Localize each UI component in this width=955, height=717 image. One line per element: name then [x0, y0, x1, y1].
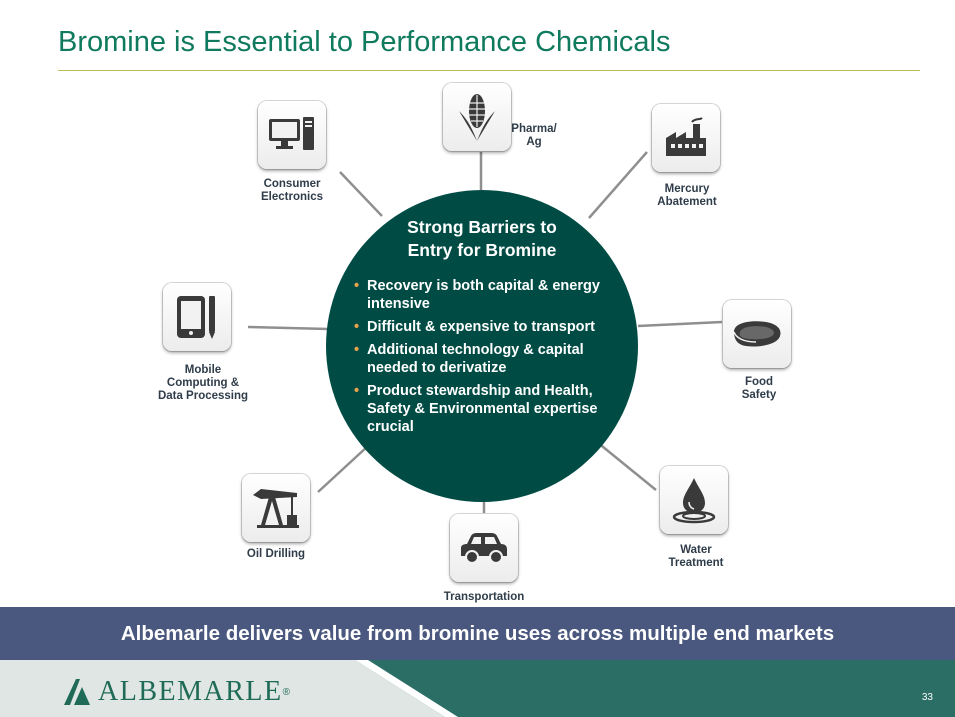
hub-title-line2: Entry for Bromine — [407, 240, 557, 260]
barrier-item: •Difficult & expensive to transport — [354, 319, 596, 335]
factory-icon — [666, 117, 706, 156]
mobile-computing-tile — [163, 283, 231, 351]
water-treatment-tile — [660, 466, 728, 534]
bullet-dot: • — [354, 278, 360, 294]
food-safety-label: Food Safety — [741, 376, 777, 401]
transportation-tile — [450, 514, 518, 582]
connector-food-safety — [637, 320, 723, 328]
barriers-list: •Recovery is both capital & energy inten… — [354, 277, 626, 441]
pharma-ag-label: Pharma/ Ag — [511, 123, 557, 148]
barrier-item: •Product stewardship and Health, Safety … — [354, 383, 598, 435]
page-number: 33 — [921, 692, 933, 703]
steak-icon — [733, 321, 781, 347]
bullet-dot: • — [354, 342, 360, 358]
computer-icon — [269, 117, 314, 150]
logo-wordmark: ALBEMARLE — [98, 676, 283, 707]
oil-pump-icon — [253, 489, 299, 528]
transportation-label: Transportation — [443, 591, 525, 603]
albemarle-logo: ALBEMARLE ® — [62, 675, 290, 709]
connector-mobile-computing — [247, 325, 329, 331]
albemarle-mark-icon — [64, 679, 90, 705]
hub-title-line1: Strong Barriers to — [407, 217, 557, 237]
connector-mercury-abatement — [588, 151, 648, 219]
consumer-electronics-label: Consumer Electronics — [261, 178, 323, 203]
footer-graphic — [0, 660, 955, 717]
mobile-computing-label: Mobile Computing & Data Processing — [157, 364, 249, 402]
connector-consumer-electronics — [339, 171, 383, 217]
barrier-item: •Additional technology & capital needed … — [354, 342, 584, 376]
bullet-dot: • — [354, 319, 360, 335]
mercury-abatement-label: Mercury Abatement — [657, 183, 717, 208]
water-drop-icon — [672, 478, 716, 524]
barriers-hub: Strong Barriers to Entry for Bromine •Re… — [326, 190, 638, 502]
car-icon — [461, 533, 507, 564]
bullet-dot: • — [354, 383, 360, 399]
connector-oil-drilling — [317, 445, 369, 493]
mercury-abatement-tile — [652, 104, 720, 172]
tablet-icon — [177, 296, 215, 339]
corn-icon — [459, 94, 495, 141]
water-treatment-label: Water Treatment — [668, 544, 724, 569]
slide-title: Bromine is Essential to Performance Chem… — [58, 26, 671, 58]
registered-mark: ® — [282, 686, 290, 698]
food-safety-tile — [723, 300, 791, 368]
connector-water-treatment — [596, 441, 657, 491]
oil-drilling-label: Oil Drilling — [246, 548, 306, 560]
footer-bar — [0, 660, 955, 717]
oil-drilling-tile — [242, 474, 310, 542]
pharma-ag-tile — [443, 83, 511, 151]
barrier-item: •Recovery is both capital & energy inten… — [354, 278, 600, 312]
consumer-electronics-tile — [258, 101, 326, 169]
value-banner: Albemarle delivers value from bromine us… — [0, 607, 955, 660]
hub-title: Strong Barriers to Entry for Bromine — [326, 216, 638, 262]
title-divider — [58, 70, 920, 71]
